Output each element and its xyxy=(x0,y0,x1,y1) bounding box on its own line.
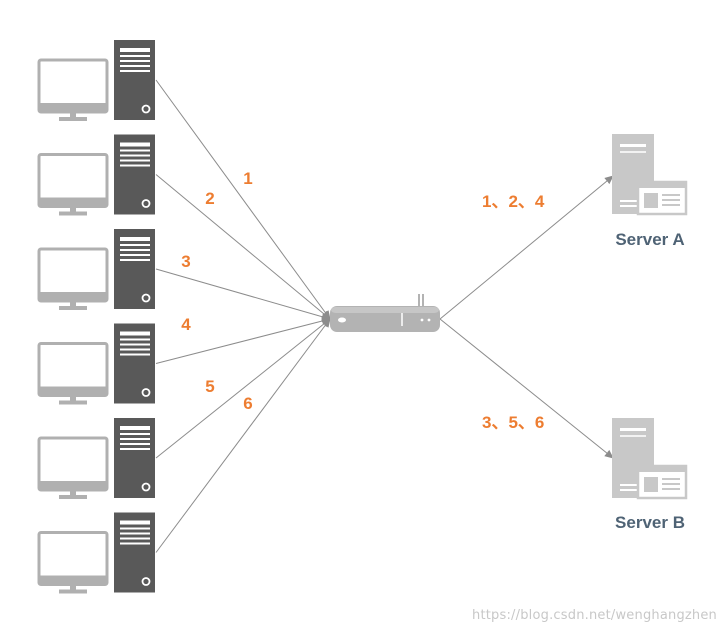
server-b: Server B xyxy=(612,418,688,532)
client-3 xyxy=(37,229,155,310)
server-line-b xyxy=(439,318,614,459)
monitor-icon xyxy=(37,436,109,499)
client-line-4 xyxy=(155,317,331,364)
connection-label-3: 3 xyxy=(181,252,190,271)
connection-labels: 1 2 3 4 5 6 1、2、4 3、5、6 xyxy=(181,169,545,432)
client-1 xyxy=(37,40,155,121)
client-line-5 xyxy=(155,318,331,459)
server-line-a xyxy=(439,175,614,320)
clients-group xyxy=(37,40,155,594)
server-name: Server B xyxy=(615,513,685,532)
tower-icon xyxy=(114,134,155,215)
monitor-icon xyxy=(37,58,109,121)
watermark: https://blog.csdn.net/wenghangzhen xyxy=(472,608,717,623)
server-connections-label: 1、2、4 xyxy=(482,192,545,211)
monitor-icon xyxy=(37,247,109,310)
client-4 xyxy=(37,323,155,405)
router-icon xyxy=(330,294,440,332)
client-line-6 xyxy=(155,318,331,553)
server-icon xyxy=(612,418,688,500)
client-6 xyxy=(37,512,155,594)
client-line-2 xyxy=(155,174,331,320)
tower-icon xyxy=(114,229,155,309)
tower-icon xyxy=(114,40,155,120)
client-line-3 xyxy=(155,268,331,321)
monitor-icon xyxy=(37,342,109,405)
connection-label-4: 4 xyxy=(181,315,191,334)
server-name: Server A xyxy=(615,230,684,249)
server-a: Server A xyxy=(612,134,688,249)
connection-lines xyxy=(155,79,614,553)
server-icon xyxy=(612,134,688,216)
server-connections-label: 3、5、6 xyxy=(482,413,544,432)
monitor-icon xyxy=(37,153,109,216)
client-2 xyxy=(37,134,155,216)
tower-icon xyxy=(114,418,155,498)
servers-group: Server A Server B xyxy=(612,134,688,532)
monitor-icon xyxy=(37,531,109,594)
connection-label-1: 1 xyxy=(243,169,252,188)
tower-icon xyxy=(114,512,155,593)
tower-icon xyxy=(114,323,155,404)
connection-label-5: 5 xyxy=(205,377,214,396)
connection-label-2: 2 xyxy=(205,189,214,208)
connection-label-6: 6 xyxy=(243,394,252,413)
client-5 xyxy=(37,418,155,499)
client-line-1 xyxy=(155,79,331,320)
